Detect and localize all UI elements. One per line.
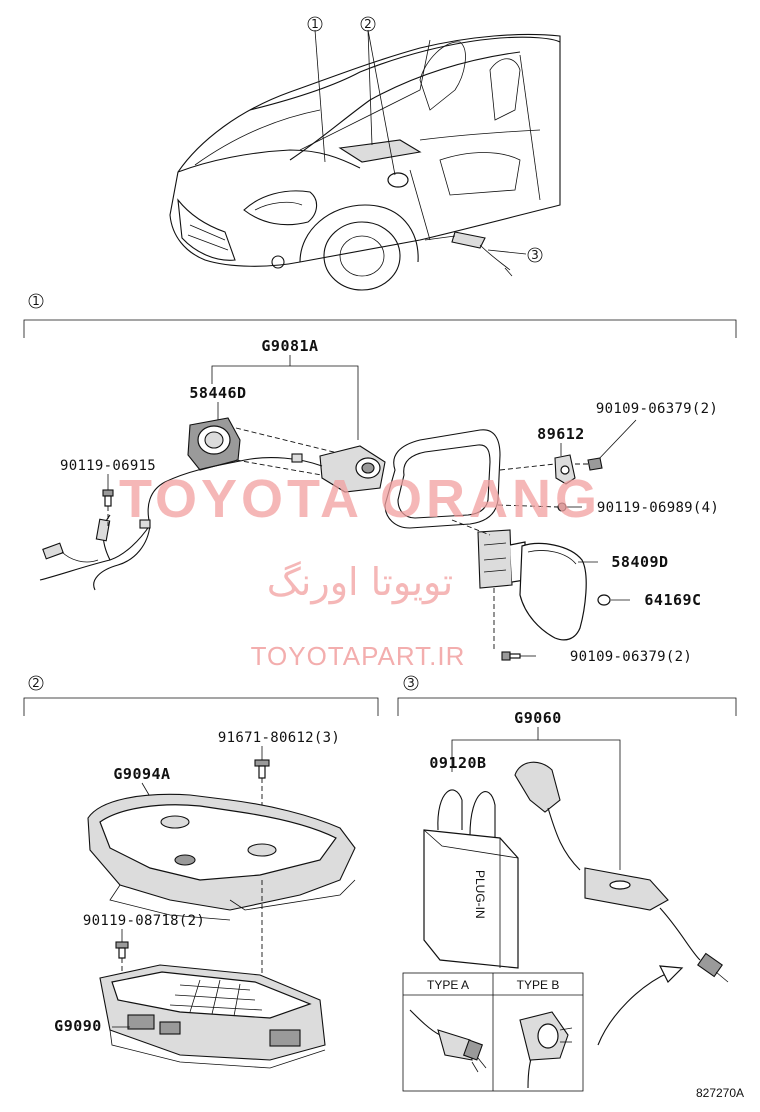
label-g9060: G9060 — [514, 709, 562, 727]
watermark-site: TOYOTAPART.IR — [251, 641, 466, 671]
label-64169c: 64169C — [644, 591, 701, 609]
label-g9081a: G9081A — [261, 337, 318, 355]
charger-unit-g9090 — [99, 964, 326, 1069]
label-90119-06915: 90119-06915 — [60, 458, 156, 474]
inlet-cover-58446d — [187, 417, 241, 471]
lid-frame — [384, 429, 501, 529]
svg-text:2: 2 — [32, 676, 40, 690]
cushion-64169c — [597, 594, 611, 606]
diagram-code: 827270A — [696, 1086, 744, 1100]
storage-bag-09120b: PLUG-IN — [423, 789, 519, 969]
label-91671-80612: 91671-80612(3) — [218, 730, 340, 746]
bolt-90119-06915 — [102, 489, 114, 507]
callout-1: 1 — [307, 16, 323, 32]
svg-text:1: 1 — [32, 294, 40, 308]
clip-90109-06379-top — [587, 457, 603, 471]
label-90109-06379-top: 90109-06379(2) — [596, 401, 718, 417]
label-90119-08718: 90119-08718(2) — [83, 913, 205, 929]
car-overview-illustration — [169, 29, 561, 291]
cover-g9094a — [87, 793, 356, 921]
bolt-90119-08718 — [115, 941, 129, 959]
bolt-90109-06379-bottom — [501, 651, 521, 661]
plug-type-table: TYPE A TYPE B — [402, 972, 584, 1092]
label-09120b: 09120B — [429, 754, 486, 772]
section-3-frame: 3 — [397, 675, 737, 716]
label-58409d: 58409D — [611, 553, 668, 571]
sensor-89612 — [554, 454, 576, 485]
section-2-frame: 2 — [23, 675, 379, 716]
label-90119-06989: 90119-06989(4) — [597, 500, 719, 516]
label-g9094a: G9094A — [113, 765, 170, 783]
section-1-frame: 1 — [23, 293, 737, 338]
label-89612: 89612 — [537, 425, 585, 443]
lid-58409d — [519, 543, 587, 641]
watermark-persian: تویوتا اورنگ — [267, 560, 454, 605]
type-a-label: TYPE A — [427, 978, 469, 992]
svg-text:3: 3 — [531, 248, 539, 262]
watermark-latin: TOYOTA ORANG — [119, 469, 601, 529]
type-arrow-head — [658, 965, 684, 984]
charging-cable — [514, 761, 729, 983]
bolt-91671-80612 — [254, 759, 270, 779]
lid-hinge — [477, 529, 526, 589]
callout-3: 3 — [527, 247, 543, 263]
charge-inlet-harness — [39, 445, 386, 591]
callout-2: 2 — [360, 16, 376, 32]
bag-print: PLUG-IN — [473, 870, 487, 919]
type-arrow-line — [597, 971, 671, 1046]
svg-text:1: 1 — [311, 17, 319, 31]
svg-text:2: 2 — [364, 17, 372, 31]
label-58446d: 58446D — [189, 384, 246, 402]
label-g9090: G9090 — [54, 1017, 102, 1035]
type-b-label: TYPE B — [517, 978, 560, 992]
svg-text:3: 3 — [407, 676, 415, 690]
label-90109-06379-bottom: 90109-06379(2) — [570, 649, 692, 665]
